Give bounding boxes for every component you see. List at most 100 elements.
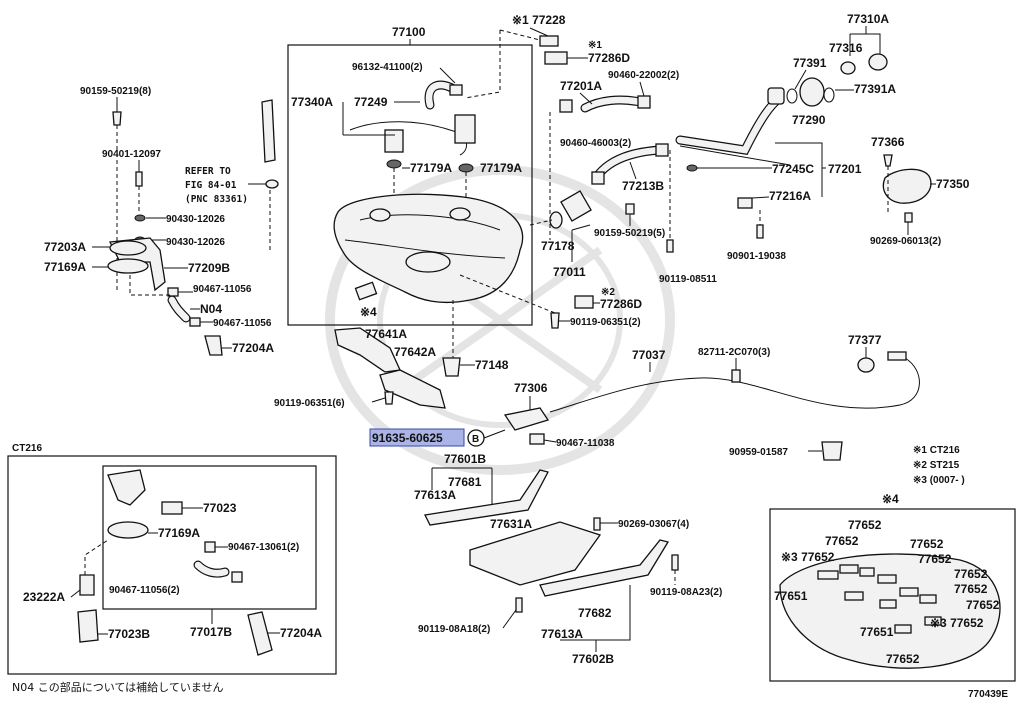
- label-77682[interactable]: 77682: [578, 606, 612, 620]
- label-77204a[interactable]: 77204A: [232, 341, 274, 355]
- label-77641a[interactable]: 77641A: [365, 327, 407, 341]
- label-77652-c[interactable]: 77652: [910, 537, 944, 551]
- label-77651-b[interactable]: 77651: [860, 625, 894, 639]
- label-77249[interactable]: 77249: [354, 95, 388, 109]
- label-77391[interactable]: 77391: [793, 56, 827, 70]
- label-77377[interactable]: 77377: [848, 333, 882, 347]
- label-77316[interactable]: 77316: [829, 41, 863, 55]
- label-77652-i[interactable]: ※3 77652: [930, 616, 984, 630]
- label-77350[interactable]: 77350: [936, 177, 970, 191]
- part-77286d-1: [544, 51, 568, 65]
- label-77391a[interactable]: 77391A: [854, 82, 896, 96]
- label-90460-46003[interactable]: 90460-46003(2): [560, 138, 631, 149]
- label-77213b[interactable]: 77213B: [622, 179, 664, 193]
- refer-line-2[interactable]: FIG 84-01: [185, 180, 237, 191]
- figure-id[interactable]: 770439E: [968, 689, 1008, 700]
- label-96132-41100[interactable]: 96132-41100(2): [352, 62, 423, 73]
- label-77201a[interactable]: 77201A: [560, 79, 602, 93]
- label-77602b[interactable]: 77602B: [572, 652, 614, 666]
- label-77100[interactable]: 77100: [392, 25, 426, 39]
- label-77366[interactable]: 77366: [871, 135, 905, 149]
- label-77245c[interactable]: 77245C: [772, 162, 814, 176]
- label-77201[interactable]: 77201: [828, 162, 862, 176]
- note-ct216[interactable]: ※1 CT216: [913, 445, 960, 456]
- note-77286d-1[interactable]: ※1: [588, 40, 602, 51]
- label-90119-08a18[interactable]: 90119-08A18(2): [418, 624, 490, 635]
- label-90119-08511[interactable]: 90119-08511: [659, 274, 717, 285]
- label-77601b[interactable]: 77601B: [444, 452, 486, 466]
- label-circle-b[interactable]: B: [472, 434, 479, 445]
- label-77681[interactable]: 77681: [448, 475, 482, 489]
- label-90269-06013[interactable]: 90269-06013(2): [870, 236, 941, 247]
- refer-line-1[interactable]: REFER TO: [185, 166, 231, 177]
- label-82711-2c070[interactable]: 82711-2C070(3): [698, 347, 770, 358]
- label-77011[interactable]: 77011: [553, 265, 586, 279]
- label-box4-title[interactable]: ※4: [882, 492, 899, 506]
- label-77651-a[interactable]: 77651: [774, 589, 808, 603]
- label-77037[interactable]: 77037: [632, 348, 666, 362]
- label-77642a[interactable]: 77642A: [394, 345, 436, 359]
- label-90901-19038[interactable]: 90901-19038: [727, 251, 786, 262]
- label-90467-11056-a[interactable]: 90467-11056: [193, 284, 252, 295]
- label-91635-60625[interactable]: 91635-60625: [372, 431, 443, 445]
- label-90959-01587[interactable]: 90959-01587: [729, 447, 788, 458]
- label-77340a[interactable]: 77340A: [291, 95, 333, 109]
- label-77652-e[interactable]: 77652: [918, 552, 952, 566]
- label-90159-50219-5[interactable]: 90159-50219(5): [594, 228, 665, 239]
- label-77652-g[interactable]: 77652: [954, 582, 988, 596]
- label-77652-f[interactable]: 77652: [954, 567, 988, 581]
- label-note4-tank[interactable]: ※4: [360, 305, 377, 319]
- note-3[interactable]: ※3 (0007- ): [913, 475, 965, 486]
- note-77286d-2[interactable]: ※2: [601, 287, 615, 298]
- label-77148[interactable]: 77148: [475, 358, 509, 372]
- label-77023[interactable]: 77023: [203, 501, 237, 515]
- label-77203a[interactable]: 77203A: [44, 240, 86, 254]
- label-77310a[interactable]: 77310A: [847, 12, 889, 26]
- label-77652-h[interactable]: 77652: [966, 598, 1000, 612]
- label-77169a[interactable]: 77169A: [44, 260, 86, 274]
- label-77652-a[interactable]: 77652: [848, 518, 882, 532]
- label-23222a[interactable]: 23222A: [23, 590, 65, 604]
- label-77178[interactable]: 77178: [541, 239, 575, 253]
- clamp-90460-22002-b: [637, 95, 651, 109]
- label-77613a-1[interactable]: 77613A: [414, 488, 456, 502]
- label-90401-12097[interactable]: 90401-12097: [102, 149, 161, 160]
- bolt-90159-50219-5: [625, 203, 635, 215]
- label-90460-22002[interactable]: 90460-22002(2): [608, 70, 679, 81]
- label-77652-j[interactable]: 77652: [886, 652, 920, 666]
- label-n04[interactable]: N04: [200, 302, 222, 316]
- note-st215[interactable]: ※2 ST215: [913, 460, 960, 471]
- label-90467-11056-2[interactable]: 90467-11056(2): [109, 585, 180, 596]
- label-77169a-ct[interactable]: 77169A: [158, 526, 200, 540]
- refer-line-3[interactable]: (PNC 83361): [185, 194, 248, 205]
- label-90119-06351-2[interactable]: 90119-06351(2): [570, 317, 641, 328]
- label-90430-12026-1[interactable]: 90430-12026: [166, 214, 225, 225]
- label-77204a-ct[interactable]: 77204A: [280, 626, 322, 640]
- label-77286d-2[interactable]: 77286D: [600, 297, 642, 311]
- label-77179a-2[interactable]: 77179A: [480, 161, 522, 175]
- footnote-n04[interactable]: N04 この部品については補給していません: [12, 680, 224, 694]
- label-77286d-1[interactable]: 77286D: [588, 51, 630, 65]
- label-90467-11056-b[interactable]: 90467-11056: [213, 318, 272, 329]
- label-77017b[interactable]: 77017B: [190, 625, 232, 639]
- label-90269-03067[interactable]: 90269-03067(4): [618, 519, 689, 530]
- label-77023b[interactable]: 77023B: [108, 627, 150, 641]
- label-77652-b[interactable]: 77652: [825, 534, 859, 548]
- label-77613a-2[interactable]: 77613A: [541, 627, 583, 641]
- label-77228[interactable]: ※1 77228: [512, 13, 566, 27]
- label-77209b[interactable]: 77209B: [188, 261, 230, 275]
- label-90430-12026-2[interactable]: 90430-12026: [166, 237, 225, 248]
- clamp-90460-46003-b: [655, 143, 669, 157]
- label-90119-08a23[interactable]: 90119-08A23(2): [650, 587, 722, 598]
- label-77179a-1[interactable]: 77179A: [410, 161, 452, 175]
- label-77631a[interactable]: 77631A: [490, 517, 532, 531]
- label-90467-13061[interactable]: 90467-13061(2): [228, 542, 299, 553]
- label-77290[interactable]: 77290: [792, 113, 826, 127]
- label-90119-06351-6[interactable]: 90119-06351(6): [274, 398, 345, 409]
- label-90467-11038[interactable]: 90467-11038: [556, 438, 615, 449]
- label-77216a[interactable]: 77216A: [769, 189, 811, 203]
- label-ct216-title[interactable]: CT216: [12, 443, 42, 454]
- label-77652-d[interactable]: ※3 77652: [781, 550, 835, 564]
- label-90159-50219-8[interactable]: 90159-50219(8): [80, 86, 151, 97]
- label-77306[interactable]: 77306: [514, 381, 548, 395]
